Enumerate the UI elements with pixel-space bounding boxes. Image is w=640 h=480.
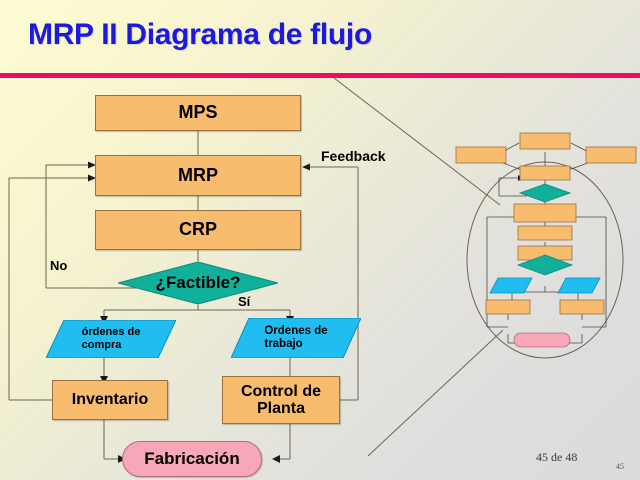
page-title: MRP II Diagrama de flujo (28, 18, 372, 51)
node-crp[interactable]: CRP (95, 210, 301, 250)
title-divider (0, 73, 640, 78)
edge-label-no: No (50, 258, 68, 273)
node-factible[interactable]: ¿Factible? (118, 262, 278, 304)
slide-counter: 45 de 48 (536, 450, 578, 464)
node-fabricacion[interactable]: Fabricación (122, 441, 262, 477)
node-ordenes-compra-label: órdenes de compra (81, 326, 141, 351)
edge-label-feedback: Feedback (321, 148, 386, 164)
node-ordenes-trabajo-label: Ordenes de trabajo (264, 324, 328, 350)
slide-page-number: 45 (616, 462, 624, 471)
node-ordenes-compra[interactable]: órdenes de compra (46, 320, 176, 358)
node-control-planta[interactable]: Control de Planta (222, 376, 340, 424)
node-mps[interactable]: MPS (95, 95, 301, 131)
node-ordenes-trabajo[interactable]: Ordenes de trabajo (231, 318, 361, 358)
node-mrp[interactable]: MRP (95, 155, 301, 196)
edge-label-si: Sí (238, 294, 251, 309)
node-inventario[interactable]: Inventario (52, 380, 168, 420)
node-factible-label: ¿Factible? (155, 273, 241, 292)
